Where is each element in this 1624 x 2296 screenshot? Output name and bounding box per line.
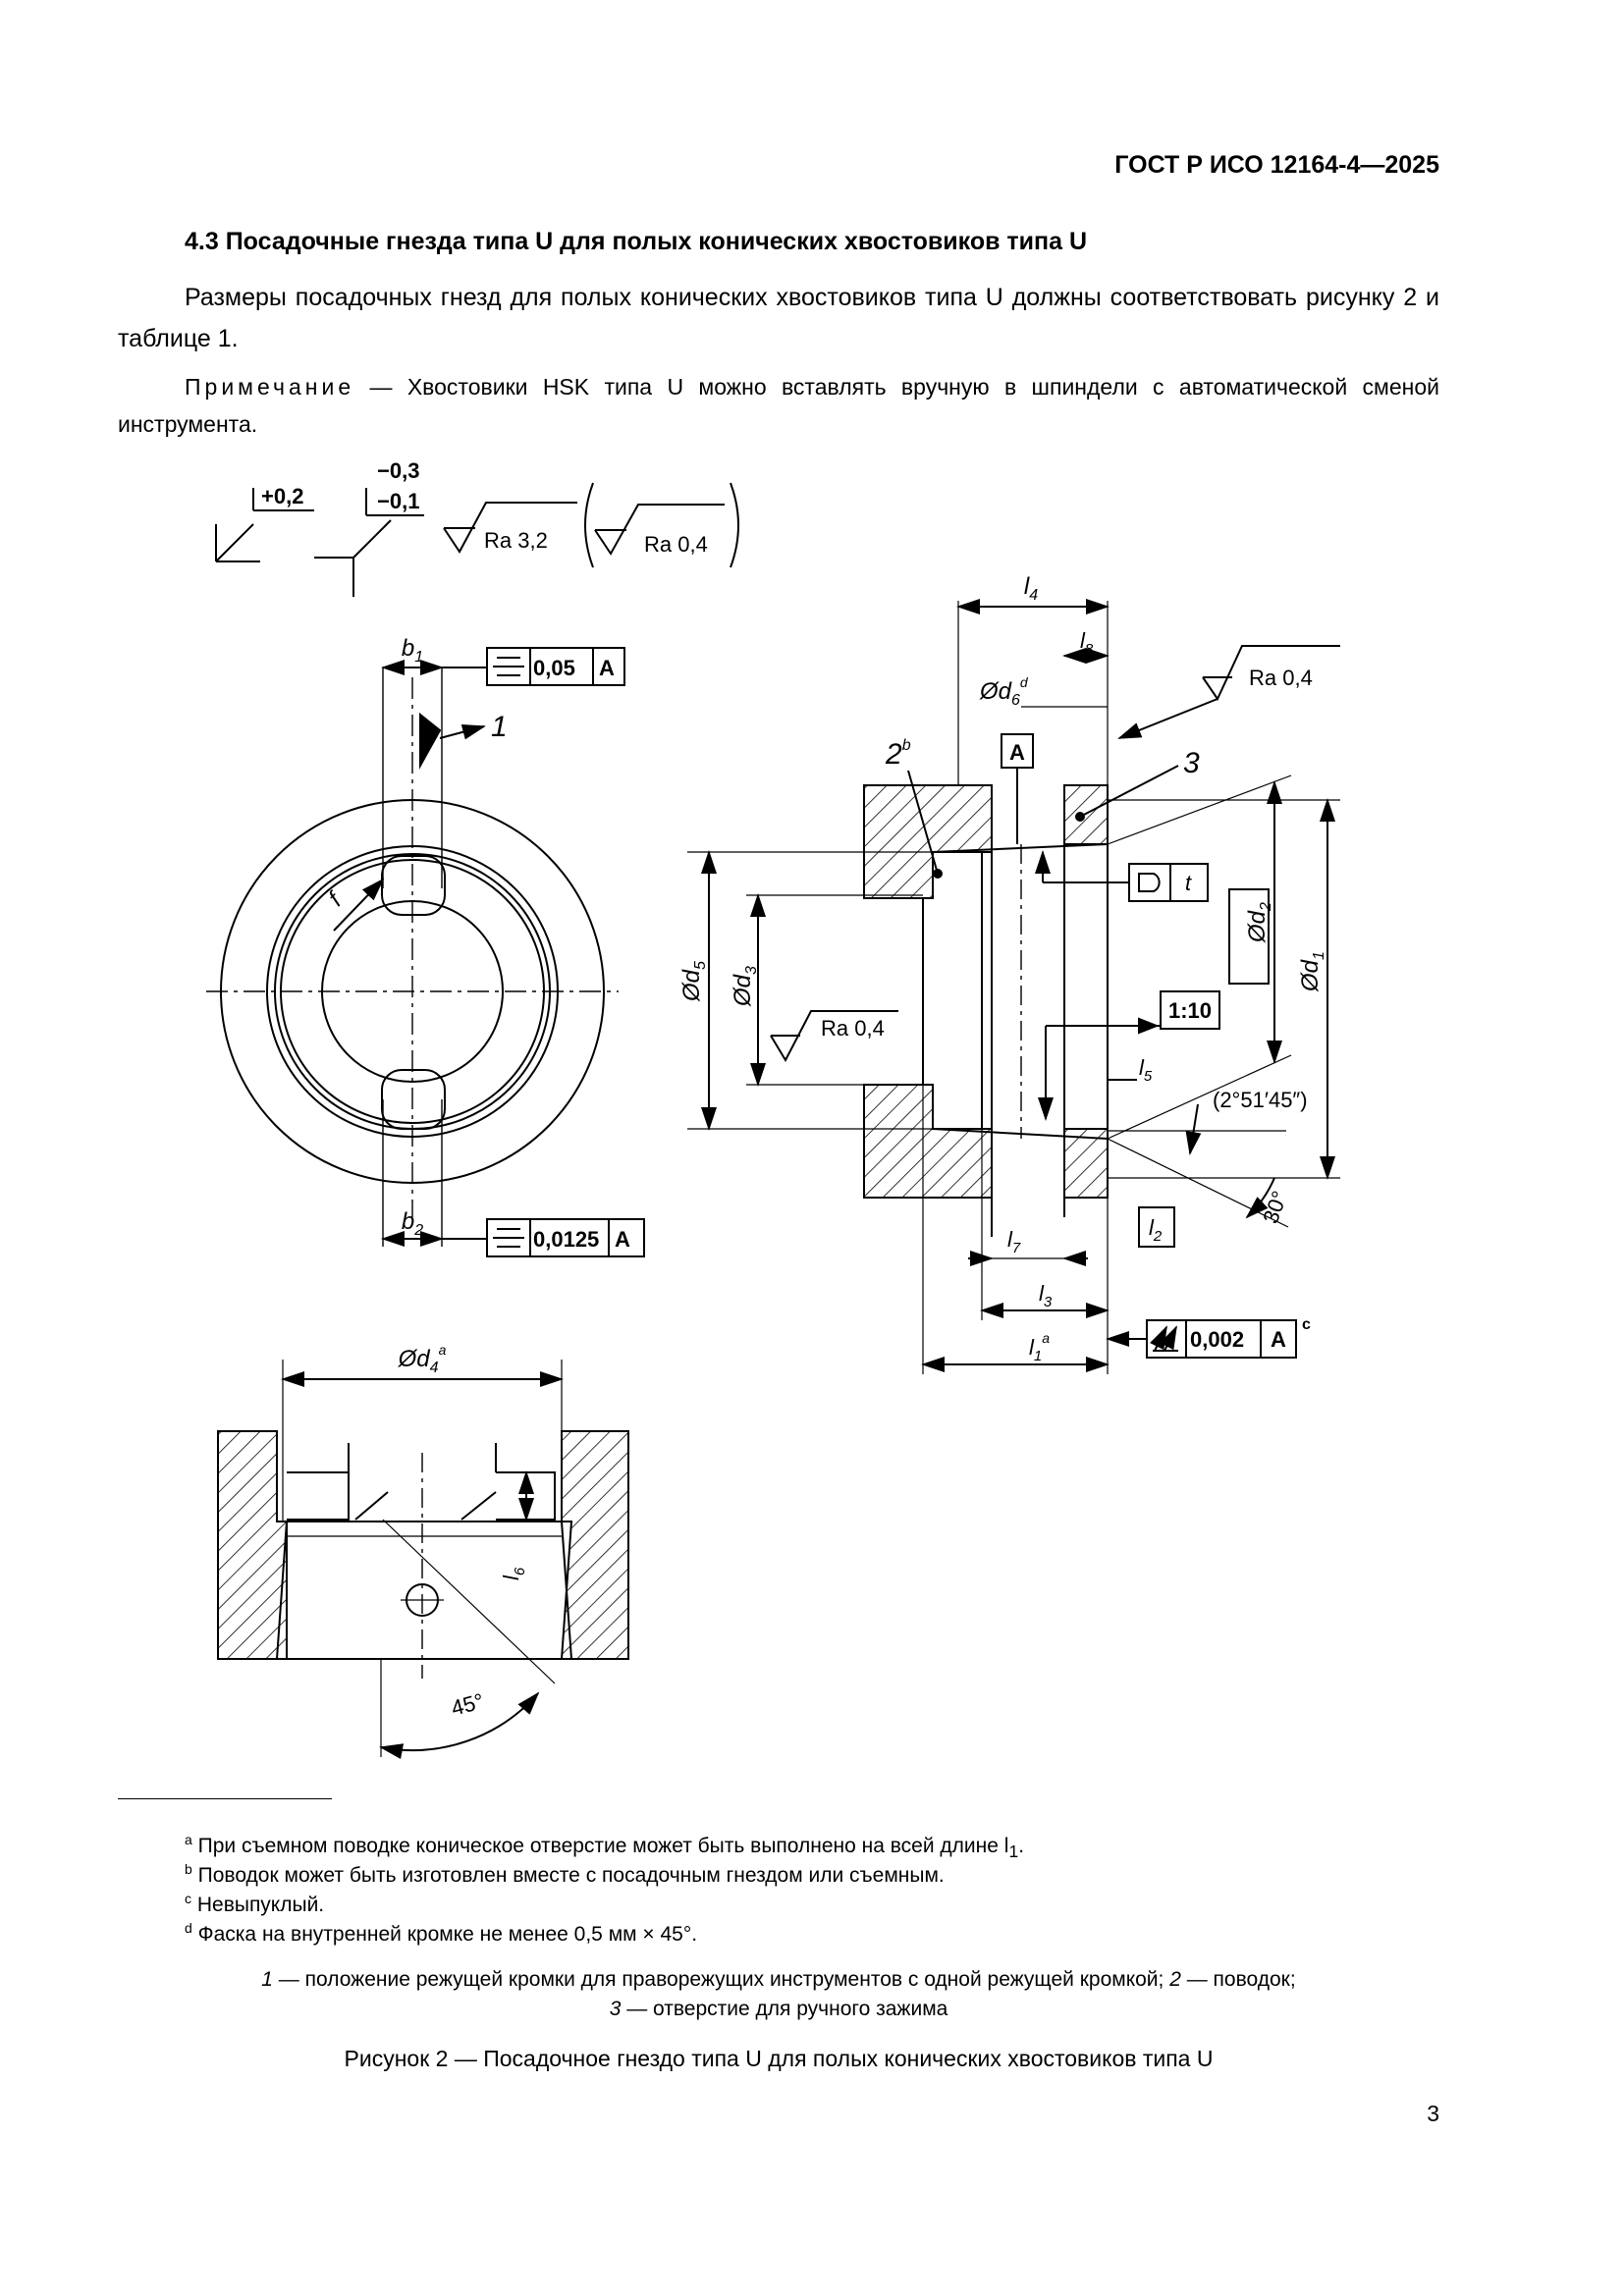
dim-d2: Ød2: [1244, 902, 1274, 943]
dim-b1: b1: [402, 635, 423, 666]
tolerance-symbols: +0,2 −0,3 −0,1 Ra 3,2 Ra 0,4: [215, 458, 739, 597]
footnote-d: d Фаска на внутренней кромке не менее 0,…: [185, 1920, 698, 1946]
roughness-general: Ra 3,2: [484, 528, 548, 553]
document-header: ГОСТ Р ИСО 12164-4—2025: [1114, 151, 1439, 179]
runout-sup: c: [1302, 1316, 1311, 1333]
dim-d4: Ød4a: [398, 1342, 447, 1376]
symmetry-b2-value: 0,0125: [533, 1227, 599, 1252]
taper-ratio: 1:10: [1168, 998, 1212, 1023]
section-title: 4.3 Посадочные гнезда типа U для полых к…: [185, 228, 1088, 255]
page-number: 3: [1427, 2101, 1439, 2126]
dim-d5: Ød5: [678, 961, 709, 1002]
dim-l4: l4: [1024, 573, 1038, 604]
footnote-a: a При съемном поводке коническое отверст…: [185, 1832, 1025, 1862]
dim-l3: l3: [1039, 1281, 1053, 1310]
runout-value: 0,002: [1190, 1327, 1244, 1352]
roughness-face: Ra 0,4: [1249, 666, 1313, 690]
dim-l1: l1a: [1029, 1330, 1050, 1364]
dim-d1: Ød1: [1297, 951, 1327, 992]
figure-legend: 1 — положение режущей кромки для праворе…: [261, 1968, 1296, 2020]
item-1-label: 1: [491, 711, 508, 743]
figure-caption: Рисунок 2 — Посадочное гнездо типа U для…: [344, 2046, 1214, 2071]
tol-minus-lower: −0,1: [377, 489, 419, 513]
detail-view: Ød4a l6 45°: [217, 1342, 629, 1759]
angle-taper: (2°51′45″): [1213, 1088, 1308, 1112]
dim-l2: l2: [1149, 1215, 1163, 1245]
dim-b2: b2: [402, 1208, 423, 1239]
item-2-label: 2b: [885, 737, 911, 771]
symmetry-b1-value: 0,05: [533, 656, 575, 680]
profile-t: t: [1185, 871, 1192, 895]
item-3-label: 3: [1183, 747, 1200, 779]
dim-l5: l5: [1139, 1055, 1153, 1085]
note-text: — Хвостовики HSK типа U можно вставлять …: [118, 374, 1439, 437]
dim-d6: Ød6d: [979, 674, 1029, 709]
footnote-b: b Поводок может быть изготовлен вместе с…: [185, 1861, 945, 1887]
radius-f-label: f: [323, 886, 348, 911]
angle-30: 30°: [1258, 1188, 1292, 1227]
tol-minus-upper: −0,3: [377, 458, 419, 483]
footnote-c: c Невыпуклый.: [185, 1891, 325, 1916]
symmetry-b1-datum: A: [599, 656, 615, 680]
note-label: Примечание: [185, 374, 355, 400]
front-view: 1 f b1 0,05 A b2 0,0125 A: [206, 635, 645, 1257]
runout-datum: A: [1271, 1327, 1286, 1352]
footnote-rule: [118, 1798, 332, 1799]
dim-l8: l8: [1080, 628, 1094, 658]
tol-plus: +0,2: [261, 484, 303, 508]
dim-d3: Ød3: [730, 966, 760, 1007]
section-view: Ød5 Ød3 Ra 0,4 l4 l8 Ød6d A 2b: [678, 573, 1340, 1374]
note-paragraph: Примечание — Хвостовики HSK типа U можно…: [118, 368, 1439, 443]
dim-l7: l7: [1007, 1227, 1021, 1256]
roughness-fine: Ra 0,4: [644, 532, 708, 557]
symmetry-b2-datum: A: [615, 1227, 630, 1252]
datum-a-box: A: [1009, 740, 1025, 765]
roughness-bore: Ra 0,4: [821, 1016, 885, 1041]
angle-45: 45°: [449, 1688, 487, 1721]
dim-l6: l6: [499, 1567, 528, 1580]
body-paragraph: Размеры посадочных гнезд для полых конич…: [118, 284, 1439, 352]
